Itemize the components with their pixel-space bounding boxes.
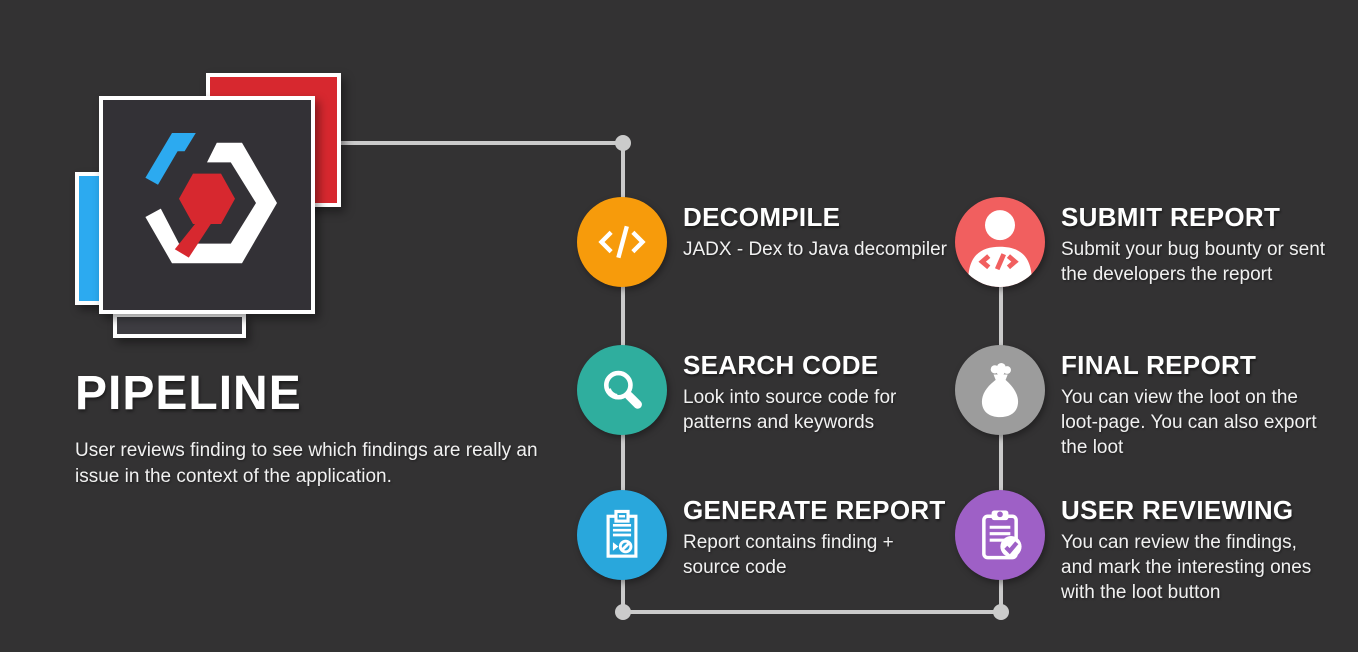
connector-logo-to-steps: [341, 141, 625, 145]
final-report-circle: [955, 345, 1045, 435]
step-title: DECOMPILE: [683, 202, 841, 232]
connector-node-top: [615, 135, 631, 151]
app-logo: [99, 96, 315, 314]
step-title: SUBMIT REPORT: [1061, 202, 1281, 232]
magnifying-glass-icon: [593, 361, 651, 419]
step-description: Look into source code for patterns and k…: [683, 387, 897, 433]
connector-node-bottom-left: [615, 604, 631, 620]
step-description: JADX - Dex to Java decompiler: [683, 239, 947, 260]
loot-bag-icon: [969, 359, 1031, 421]
step-description: Submit your bug bounty or sent the devel…: [1061, 239, 1326, 285]
analyst-person-icon: [955, 197, 1045, 287]
submit-report-circle: [955, 197, 1045, 287]
logo-dark-bar: [113, 313, 246, 338]
step-user-reviewing: USER REVIEWING You can review the findin…: [955, 490, 1358, 605]
step-search-code: SEARCH CODE Look into source code for pa…: [577, 345, 993, 435]
step-description: You can review the findings, and mark th…: [1061, 532, 1312, 603]
step-title: FINAL REPORT: [1061, 350, 1257, 380]
connector-node-bottom-right: [993, 604, 1009, 620]
step-title: GENERATE REPORT: [683, 495, 946, 525]
search-code-circle: [577, 345, 667, 435]
step-submit-report: SUBMIT REPORT Submit your bug bounty or …: [955, 197, 1358, 287]
step-decompile: DECOMPILE JADX - Dex to Java decompiler: [577, 197, 993, 287]
step-description: You can view the loot on the loot-page. …: [1061, 387, 1317, 458]
step-final-report: FINAL REPORT You can view the loot on th…: [955, 345, 1358, 460]
step-description: Report contains finding + source code: [683, 532, 894, 578]
user-reviewing-circle: [955, 490, 1045, 580]
page-title: PIPELINE: [75, 367, 302, 420]
step-generate-report: GENERATE REPORT Report contains finding …: [577, 490, 993, 580]
hexagon-code-logo-icon: [132, 132, 282, 278]
code-icon: [593, 213, 651, 271]
step-title: SEARCH CODE: [683, 350, 879, 380]
page-description: User reviews finding to see which findin…: [75, 440, 538, 487]
connector-bottom: [623, 610, 1003, 614]
generate-report-circle: [577, 490, 667, 580]
report-clipboard-icon: [593, 506, 651, 564]
decompile-circle: [577, 197, 667, 287]
clipboard-check-icon: [969, 504, 1031, 566]
step-title: USER REVIEWING: [1061, 495, 1294, 525]
